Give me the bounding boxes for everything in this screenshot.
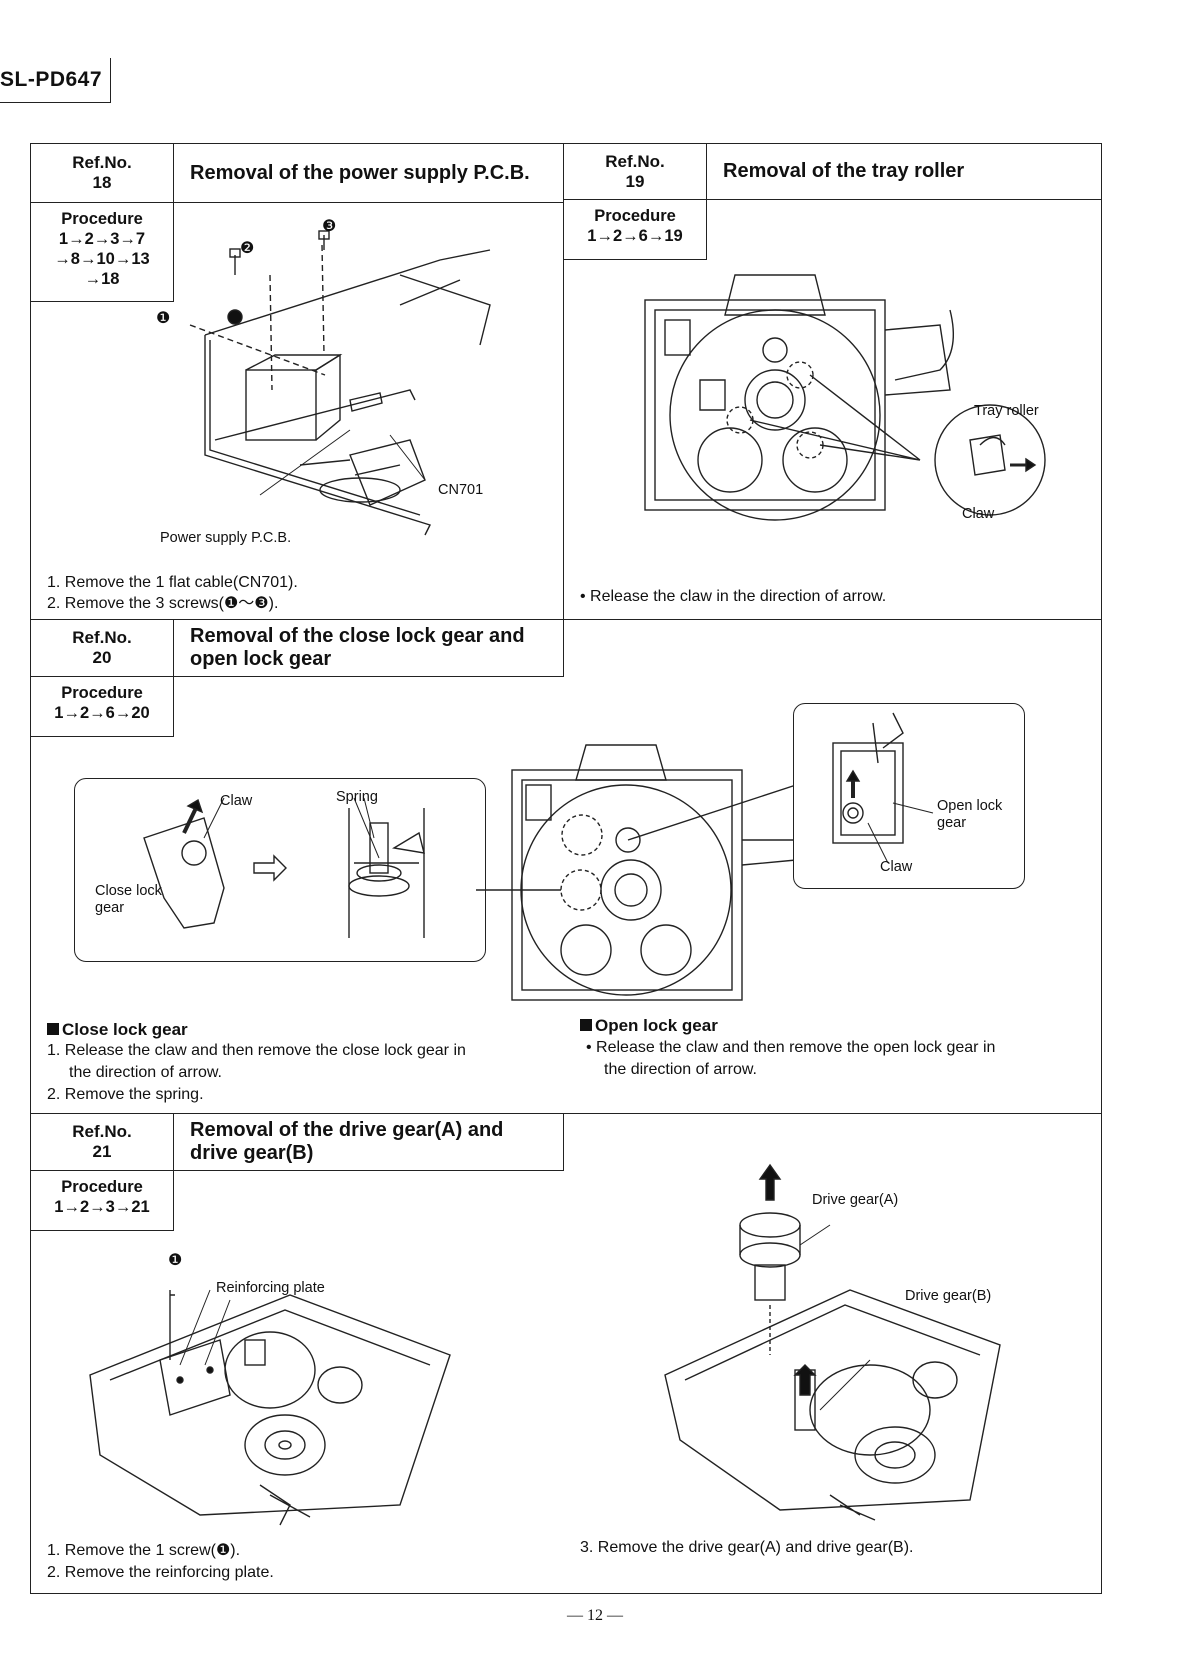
claw-label: Claw bbox=[962, 506, 995, 522]
drive-gear-a-label: Drive gear(A) bbox=[812, 1192, 899, 1208]
title-line: open lock gear bbox=[190, 648, 332, 670]
square-bullet-icon bbox=[47, 1023, 59, 1035]
reinforcing-plate-diagram bbox=[89, 1289, 451, 1526]
title-line: Removal of the drive gear(A) and bbox=[190, 1119, 504, 1141]
procedure-line: 1→2→3→7 bbox=[58, 230, 146, 248]
refno-box-19: Ref.No. 19 bbox=[563, 143, 707, 200]
procedure-box-19: Procedure 1→2→6→19 bbox=[563, 199, 707, 260]
refno-value: 21 bbox=[92, 1142, 112, 1161]
step-line: 2. Remove the 3 screws(❶～❸). bbox=[47, 595, 279, 612]
step-line: the direction of arrow. bbox=[604, 1061, 757, 1078]
step-line: 3. Remove the drive gear(A) and drive ge… bbox=[580, 1539, 914, 1556]
claw-label: Claw bbox=[220, 793, 253, 809]
refno-label: Ref.No. bbox=[72, 153, 132, 172]
refno-value: 20 bbox=[92, 648, 112, 667]
procedure-label: Procedure bbox=[61, 684, 143, 702]
refno-box-21: Ref.No. 21 bbox=[30, 1113, 174, 1171]
tray-roller-diagram bbox=[644, 274, 1046, 521]
procedure-box-18: Procedure 1→2→3→7 →8→10→13 →18 bbox=[30, 202, 174, 302]
step-line: 1. Remove the 1 flat cable(CN701). bbox=[47, 574, 298, 591]
close-lock-gear-label: Close lock gear bbox=[95, 883, 162, 917]
divider bbox=[563, 143, 564, 620]
label-line: Open lock bbox=[937, 798, 1003, 814]
claw-label: Claw bbox=[880, 859, 913, 875]
screw-3-marker: ❸ bbox=[322, 218, 337, 235]
refno-value: 19 bbox=[625, 171, 645, 191]
open-lock-heading: Open lock gear bbox=[580, 1016, 718, 1036]
procedure-line: 1→2→6→20 bbox=[54, 704, 150, 722]
open-lock-gear-diagram bbox=[832, 712, 934, 864]
step-line: 1. Release the claw and then remove the … bbox=[47, 1042, 466, 1059]
procedure-line: 1→2→6→19 bbox=[587, 227, 683, 245]
close-lock-heading: Close lock gear bbox=[47, 1020, 188, 1040]
model-number: SL-PD647 bbox=[0, 58, 111, 103]
divider bbox=[30, 619, 1102, 620]
step-line: • Release the claw and then remove the o… bbox=[586, 1039, 996, 1056]
square-bullet-icon bbox=[580, 1019, 592, 1031]
spring-label: Spring bbox=[336, 789, 378, 805]
procedure-box-20: Procedure 1→2→6→20 bbox=[30, 676, 174, 737]
label-line: gear bbox=[937, 815, 967, 831]
title-text: Removal of the tray roller bbox=[723, 160, 965, 182]
step-line: the direction of arrow. bbox=[69, 1064, 222, 1081]
label-line: gear bbox=[95, 900, 125, 916]
close-lock-gear-diagram bbox=[143, 797, 425, 938]
drive-gear-diagram bbox=[664, 1163, 1001, 1521]
section-title-19: Removal of the tray roller bbox=[706, 143, 1102, 200]
refno-label: Ref.No. bbox=[72, 628, 132, 647]
heading-text: Close lock gear bbox=[62, 1020, 188, 1039]
step-line: 2. Remove the reinforcing plate. bbox=[47, 1564, 274, 1581]
procedure-line: →8→10→13 bbox=[54, 250, 150, 268]
reinforcing-plate-label: Reinforcing plate bbox=[216, 1280, 325, 1296]
heading-text: Open lock gear bbox=[595, 1016, 718, 1035]
open-lock-detail-panel bbox=[793, 703, 1025, 889]
screw-2-marker: ❷ bbox=[240, 240, 255, 257]
step-line: 2. Remove the spring. bbox=[47, 1086, 204, 1103]
label-line: Close lock bbox=[95, 883, 162, 899]
pcb-label: Power supply P.C.B. bbox=[160, 530, 292, 546]
refno-box-20: Ref.No. 20 bbox=[30, 619, 174, 677]
screw-1-marker: ❶ bbox=[168, 1252, 183, 1269]
section-title-21: Removal of the drive gear(A) and drive g… bbox=[173, 1113, 564, 1171]
procedure-label: Procedure bbox=[61, 210, 143, 228]
power-supply-diagram bbox=[189, 230, 491, 536]
title-text: Removal of the power supply P.C.B. bbox=[190, 161, 530, 184]
lock-gear-mechanism-diagram bbox=[476, 744, 797, 1001]
refno-label: Ref.No. bbox=[72, 1122, 132, 1141]
tray-roller-label: Tray roller bbox=[974, 403, 1039, 419]
refno-label: Ref.No. bbox=[605, 151, 665, 171]
page-number: — 12 — bbox=[567, 1607, 623, 1624]
close-lock-detail-panel bbox=[74, 778, 486, 962]
procedure-label: Procedure bbox=[594, 207, 676, 225]
title-line: drive gear(B) bbox=[190, 1142, 314, 1164]
drive-gear-b-label: Drive gear(B) bbox=[905, 1288, 992, 1304]
step-line: • Release the claw in the direction of a… bbox=[580, 588, 887, 605]
screw-1-marker: ❶ bbox=[156, 310, 171, 327]
cn701-label: CN701 bbox=[438, 482, 484, 498]
section-title-18: Removal of the power supply P.C.B. bbox=[173, 143, 564, 203]
title-line: Removal of the close lock gear and bbox=[190, 625, 525, 647]
section-title-20: Removal of the close lock gear and open … bbox=[173, 619, 564, 677]
procedure-label: Procedure bbox=[61, 1178, 143, 1196]
procedure-box-21: Procedure 1→2→3→21 bbox=[30, 1170, 174, 1231]
procedure-line: 1→2→3→21 bbox=[54, 1198, 150, 1216]
open-lock-gear-label: Open lock gear bbox=[937, 798, 1002, 832]
refno-value: 18 bbox=[92, 173, 112, 192]
procedure-line: →18 bbox=[84, 270, 120, 288]
divider bbox=[30, 1113, 1102, 1114]
refno-box-18: Ref.No. 18 bbox=[30, 143, 174, 203]
step-line: 1. Remove the 1 screw(❶). bbox=[47, 1542, 241, 1559]
